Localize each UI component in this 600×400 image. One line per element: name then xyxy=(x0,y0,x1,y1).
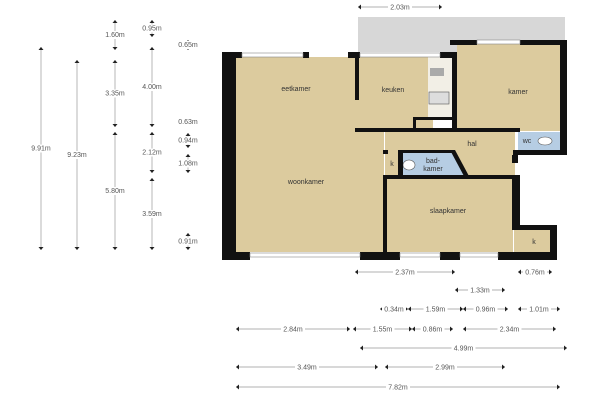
dimension-v580: 5.80m xyxy=(103,132,127,250)
dimension-h284: 2.84m xyxy=(236,325,350,334)
dimension-h499: 4.99m xyxy=(360,344,567,353)
svg-text:3.35m: 3.35m xyxy=(105,91,125,98)
svg-text:4.00m: 4.00m xyxy=(142,84,162,91)
room-label-wc: wc xyxy=(522,138,532,145)
svg-text:2.84m: 2.84m xyxy=(283,327,303,334)
dimension-h349: 3.49m xyxy=(236,363,378,372)
vertical-dimensions: 9.91m 9.23m 1.60m 3.35m 5.80m 0.95m 4.00m 2.12m… xyxy=(29,20,200,250)
svg-text:1.60m: 1.60m xyxy=(105,32,125,39)
svg-text:1.33m: 1.33m xyxy=(470,288,490,295)
dimension-v160: 1.60m xyxy=(103,20,127,50)
kitchen-counter xyxy=(428,57,452,117)
room-label-slaapkamer: slaapkamer xyxy=(430,208,467,215)
svg-text:1.55m: 1.55m xyxy=(373,327,393,334)
svg-text:2.34m: 2.34m xyxy=(500,327,520,334)
walls xyxy=(222,40,567,260)
svg-text:9.23m: 9.23m xyxy=(67,152,87,159)
dimension-h076: 0.76m xyxy=(518,268,552,277)
room-label-kamer: kamer xyxy=(508,89,528,96)
svg-text:0.34m: 0.34m xyxy=(384,307,404,314)
svg-text:0.76m: 0.76m xyxy=(525,270,545,277)
svg-text:3.59m: 3.59m xyxy=(142,211,162,218)
svg-text:0.65m: 0.65m xyxy=(178,42,198,49)
dimension-v094: 0.94m xyxy=(176,133,200,148)
svg-text:0.86m: 0.86m xyxy=(423,327,443,334)
room-label-badkamer-1: bad- xyxy=(426,158,441,165)
svg-text:4.99m: 4.99m xyxy=(454,346,474,353)
svg-text:2.03m: 2.03m xyxy=(390,5,410,12)
dimension-h096: 0.96m xyxy=(463,305,508,314)
svg-text:0.63m: 0.63m xyxy=(178,119,198,126)
svg-text:1.59m: 1.59m xyxy=(426,307,446,314)
dimension-h086: 0.86m xyxy=(412,325,453,334)
dimension-h299: 2.99m xyxy=(385,363,505,372)
dimension-h155: 1.55m xyxy=(353,325,412,334)
toilet-icon xyxy=(537,136,553,146)
svg-text:1.08m: 1.08m xyxy=(178,161,198,168)
svg-text:5.80m: 5.80m xyxy=(105,188,125,195)
room-label-woonkamer: woonkamer xyxy=(287,179,325,186)
dimension-v923: 9.23m xyxy=(65,60,89,250)
stove-icon xyxy=(428,91,450,105)
bathroom-floor xyxy=(403,153,467,176)
dimension-v091: 0.91m xyxy=(176,233,200,250)
dimension-h159: 1.59m xyxy=(408,305,463,314)
windows xyxy=(241,39,521,258)
svg-text:3.49m: 3.49m xyxy=(297,365,317,372)
dimension-h203: 2.03m xyxy=(358,3,442,12)
room-label-k: k xyxy=(390,161,394,168)
room-label-badkamer-2: kamer xyxy=(423,166,443,173)
dimension-v335: 3.35m xyxy=(103,60,127,127)
svg-text:2.99m: 2.99m xyxy=(435,365,455,372)
dimension-h782: 7.82m xyxy=(236,383,560,392)
svg-text:0.96m: 0.96m xyxy=(476,307,496,314)
dimension-v991: 9.91m xyxy=(29,47,53,250)
washbasin-icon xyxy=(402,159,416,171)
svg-text:1.01m: 1.01m xyxy=(529,307,549,314)
svg-text:0.95m: 0.95m xyxy=(142,26,162,33)
dimension-v065: 0.65m xyxy=(176,40,200,50)
horizontal-dimensions: 2.03m 2.37m 0.76m 1.33m 0.34m 1.59m 0.96m 1.01m… xyxy=(236,3,567,392)
room-label-eetkamer: eetkamer xyxy=(281,86,311,93)
dimension-v063: 0.63m xyxy=(176,118,200,126)
dimension-v359: 3.59m xyxy=(140,178,164,250)
dimension-v095: 0.95m xyxy=(140,20,164,37)
svg-text:2.37m: 2.37m xyxy=(395,270,415,277)
svg-text:9.91m: 9.91m xyxy=(31,146,51,153)
sink-icon xyxy=(430,68,444,76)
svg-text:2.12m: 2.12m xyxy=(142,150,162,157)
svg-text:0.91m: 0.91m xyxy=(178,239,198,246)
room-label-k: k xyxy=(532,239,536,246)
svg-text:0.94m: 0.94m xyxy=(178,138,198,145)
dimension-h133: 1.33m xyxy=(455,286,505,295)
dimension-h237: 2.37m xyxy=(355,268,455,277)
dimension-h101: 1.01m xyxy=(518,305,560,314)
room-label-hal: hal xyxy=(467,141,477,148)
room-label-keuken: keuken xyxy=(382,87,405,94)
svg-text:7.82m: 7.82m xyxy=(388,385,408,392)
dimension-v400: 4.00m xyxy=(140,47,164,127)
dimension-h034: 0.34m xyxy=(380,305,408,314)
dimension-v108: 1.08m xyxy=(176,154,200,173)
dimension-h234: 2.34m xyxy=(463,325,556,334)
dimension-v212: 2.12m xyxy=(140,132,164,173)
